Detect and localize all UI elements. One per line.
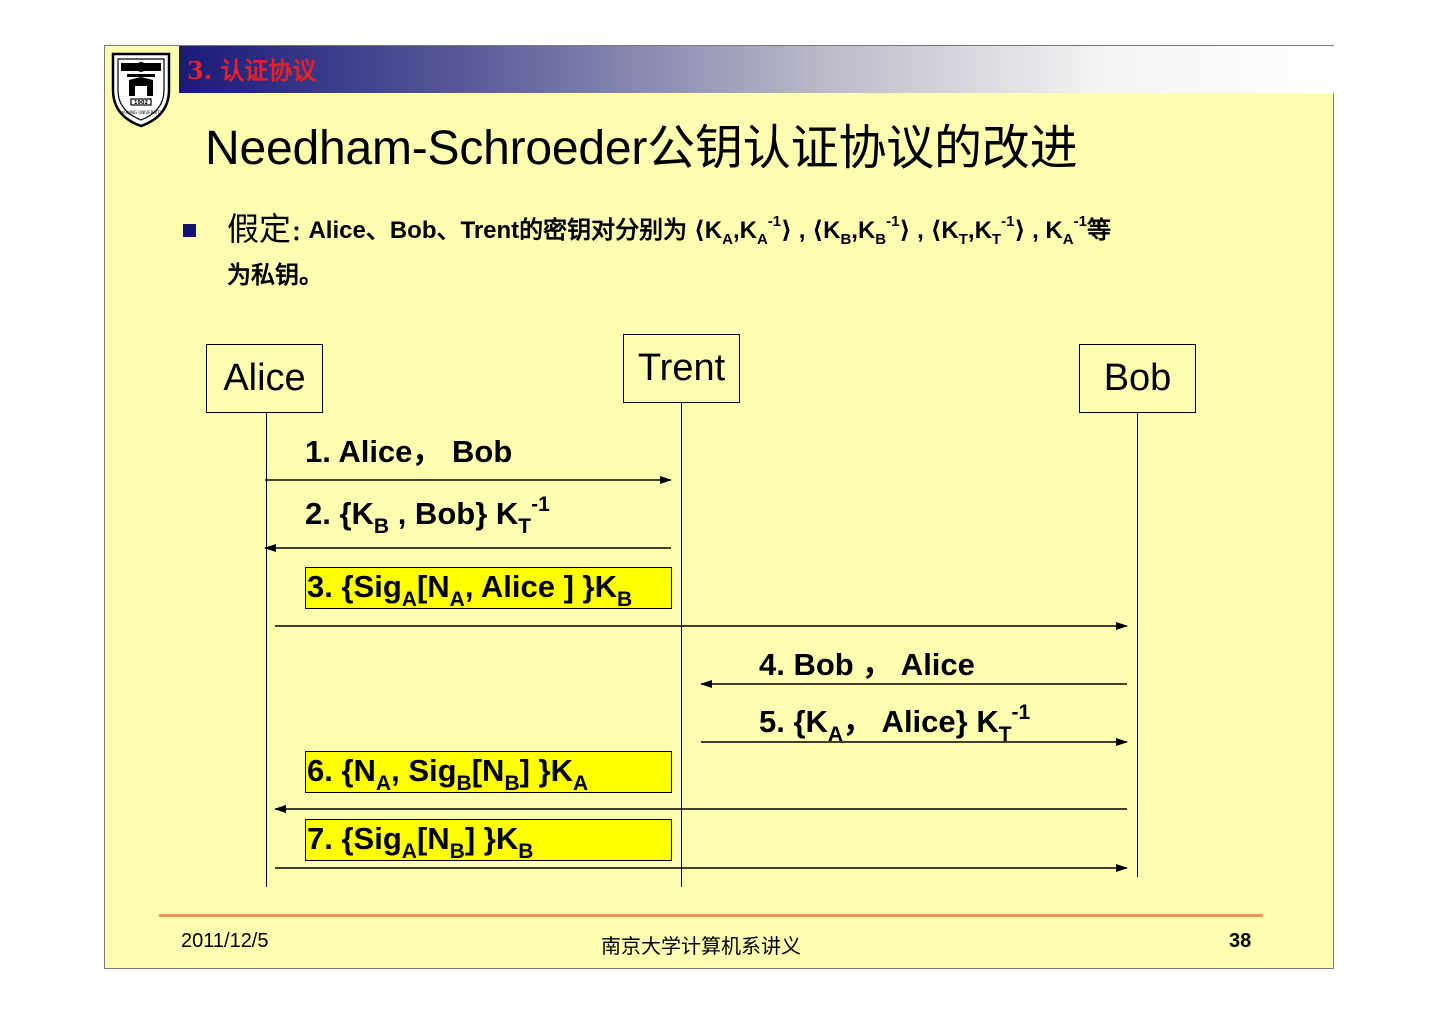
page-number: 38 — [1229, 930, 1252, 952]
bullet-square-icon — [183, 224, 196, 237]
actor-bob: Bob — [1079, 344, 1196, 413]
svg-text:1902: 1902 — [134, 100, 148, 106]
header-bar: 3. 认证协议 — [179, 46, 1335, 93]
actor-alice: Alice — [206, 344, 323, 413]
message-6-highlighted: 6. {NA, SigB[NB] }KA — [305, 751, 672, 795]
footer-date: 2011/12/5 — [181, 930, 269, 952]
message-1: 1. Alice， Bob — [305, 434, 513, 469]
assumption-text: 假定: Alice、Bob、Trent的密钥对分别为 ⟨KA,KA-1⟩ , ⟨… — [227, 210, 1111, 289]
slide: 3. 认证协议 1902 NANJING UNIVERSITY Needham-… — [104, 45, 1335, 969]
footer-rule — [159, 914, 1263, 917]
svg-text:NANJING UNIVERSITY: NANJING UNIVERSITY — [120, 110, 163, 115]
university-logo-icon: 1902 NANJING UNIVERSITY — [111, 52, 171, 128]
message-4: 4. Bob ， Alice — [759, 647, 975, 682]
message-arrows — [264, 476, 1128, 872]
lifeline-bob — [1137, 413, 1138, 877]
slide-title: Needham-Schroeder公钥认证协议的改进 — [205, 122, 1078, 175]
message-7-highlighted: 7. {SigA[NB] }KB — [305, 819, 672, 863]
footer-center-text: 南京大学计算机系讲义 — [601, 934, 801, 958]
message-3-highlighted: 3. {SigA[NA, Alice ] }KB — [305, 567, 672, 611]
lifeline-alice — [266, 413, 267, 887]
section-label: 3. 认证协议 — [187, 56, 317, 85]
actor-trent: Trent — [623, 334, 740, 403]
lifeline-trent — [681, 403, 682, 887]
message-2: 2. {KB , Bob} KT-1 — [305, 493, 550, 538]
message-5: 5. {KA， Alice} KT-1 — [759, 701, 1031, 746]
assumption-line2: 为私钥。 — [227, 262, 323, 289]
